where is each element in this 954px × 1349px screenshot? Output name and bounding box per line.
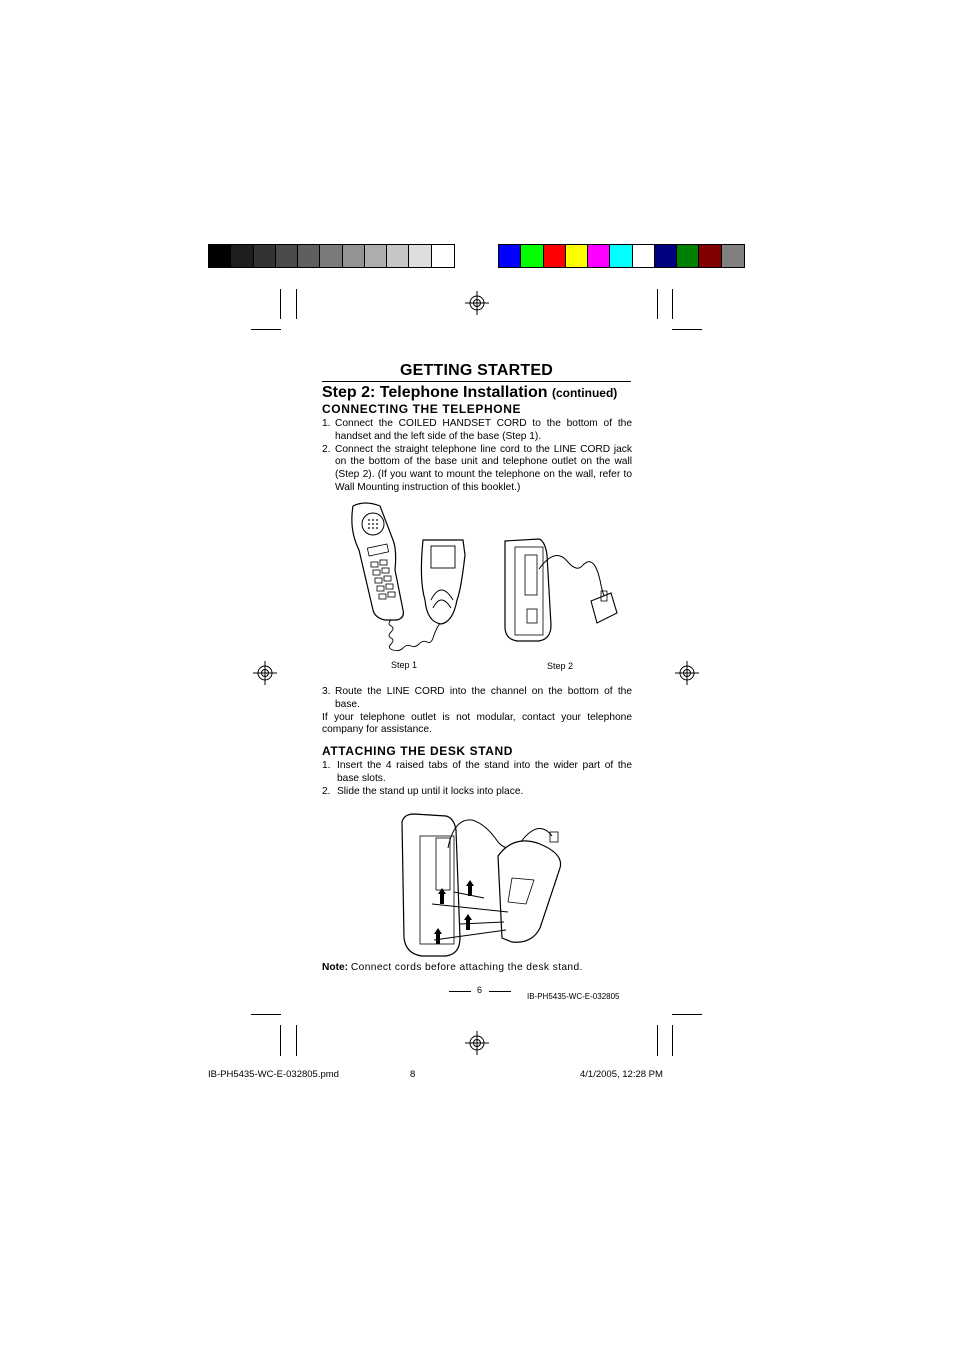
handset-cord-illustration	[351, 502, 466, 652]
list-text: Route the LINE CORD into the channel on …	[335, 686, 632, 710]
color-swatch	[499, 245, 522, 267]
color-swatch	[521, 245, 544, 267]
registration-mark-icon	[675, 661, 699, 685]
list-number: 3.	[322, 686, 331, 697]
crop-mark	[657, 289, 658, 319]
registration-mark-icon	[465, 291, 489, 315]
grayscale-color-bar	[208, 244, 455, 268]
color-swatch	[409, 245, 432, 267]
crop-mark	[251, 329, 281, 330]
crop-mark	[280, 289, 281, 319]
list-item: 3. Route the LINE CORD into the channel …	[322, 686, 632, 712]
section-heading-desk-stand: ATTACHING THE DESK STAND	[322, 744, 514, 758]
crop-mark	[672, 329, 702, 330]
note-label: Note:	[322, 962, 349, 973]
line-cord-illustration	[504, 538, 618, 642]
note-text: Connect cords before attaching the desk …	[350, 962, 583, 973]
list-text: Connect the COILED HANDSET CORD to the b…	[335, 418, 632, 442]
crop-mark	[296, 289, 297, 319]
color-swatch	[231, 245, 254, 267]
crop-mark	[672, 1025, 673, 1056]
connecting-step3: 3. Route the LINE CORD into the channel …	[322, 686, 632, 737]
desk-stand-note: Note: Connect cords before attaching the…	[322, 962, 632, 975]
list-text: Insert the 4 raised tabs of the stand in…	[337, 760, 632, 784]
color-swatch	[610, 245, 633, 267]
step-heading: Step 2: Telephone Installation (continue…	[322, 384, 617, 402]
list-item: 2. Slide the stand up until it locks int…	[322, 786, 632, 799]
color-swatch	[387, 245, 410, 267]
doc-code: IB-PH5435-WC-E-032805	[527, 992, 620, 1001]
list-number: 1.	[322, 418, 331, 429]
list-item: 1. Connect the COILED HANDSET CORD to th…	[322, 418, 632, 444]
step-heading-text: Step 2: Telephone Installation	[322, 384, 548, 401]
color-swatch	[320, 245, 343, 267]
crop-mark	[672, 1014, 702, 1015]
list-item: 1. Insert the 4 raised tabs of the stand…	[322, 760, 632, 786]
color-calibration-bar	[498, 244, 745, 268]
list-number: 1.	[322, 760, 331, 771]
color-swatch	[565, 245, 589, 267]
crop-mark	[657, 1025, 658, 1056]
color-swatch	[699, 245, 722, 267]
color-swatch	[431, 245, 454, 267]
color-swatch	[342, 245, 365, 267]
connecting-steps: 1. Connect the COILED HANDSET CORD to th…	[322, 418, 632, 495]
color-swatch	[677, 245, 700, 267]
desk-stand-steps: 1. Insert the 4 raised tabs of the stand…	[322, 760, 632, 798]
caption-step1: Step 1	[391, 660, 418, 670]
step-heading-suffix: (continued)	[551, 386, 618, 400]
color-swatch	[721, 245, 744, 267]
color-swatch	[632, 245, 655, 267]
page-number-rule	[489, 991, 511, 992]
color-swatch	[209, 245, 232, 267]
crop-mark	[251, 1014, 281, 1015]
outlet-note: If your telephone outlet is not modular,…	[322, 711, 632, 736]
list-number: 2.	[322, 785, 331, 797]
color-swatch	[275, 245, 299, 267]
color-swatch	[654, 245, 678, 267]
crop-mark	[296, 1025, 297, 1056]
list-text: Slide the stand up until it locks into p…	[337, 785, 524, 797]
color-swatch	[253, 245, 276, 267]
page-number: 6	[477, 985, 483, 995]
slug-sheet-number: 8	[410, 1069, 416, 1080]
color-swatch	[588, 245, 611, 267]
list-number: 2.	[322, 443, 331, 455]
crop-mark	[672, 289, 673, 319]
list-item: 2. Connect the straight telephone line c…	[322, 444, 632, 495]
color-swatch	[364, 245, 388, 267]
color-swatch	[298, 245, 321, 267]
color-swatch	[543, 245, 566, 267]
desk-stand-illustration	[401, 813, 562, 957]
slug-datetime: 4/1/2005, 12:28 PM	[580, 1069, 663, 1080]
page-title: GETTING STARTED	[400, 362, 553, 379]
section-heading-connecting: CONNECTING THE TELEPHONE	[322, 402, 522, 416]
slug-filename: IB-PH5435-WC-E-032805.pmd	[208, 1069, 339, 1080]
caption-step2: Step 2	[547, 661, 574, 671]
registration-mark-icon	[253, 661, 277, 685]
list-text: Connect the straight telephone line cord…	[335, 443, 632, 493]
page-number-rule	[449, 991, 471, 992]
title-underline	[322, 381, 631, 382]
registration-mark-icon	[465, 1031, 489, 1055]
crop-mark	[280, 1025, 281, 1056]
